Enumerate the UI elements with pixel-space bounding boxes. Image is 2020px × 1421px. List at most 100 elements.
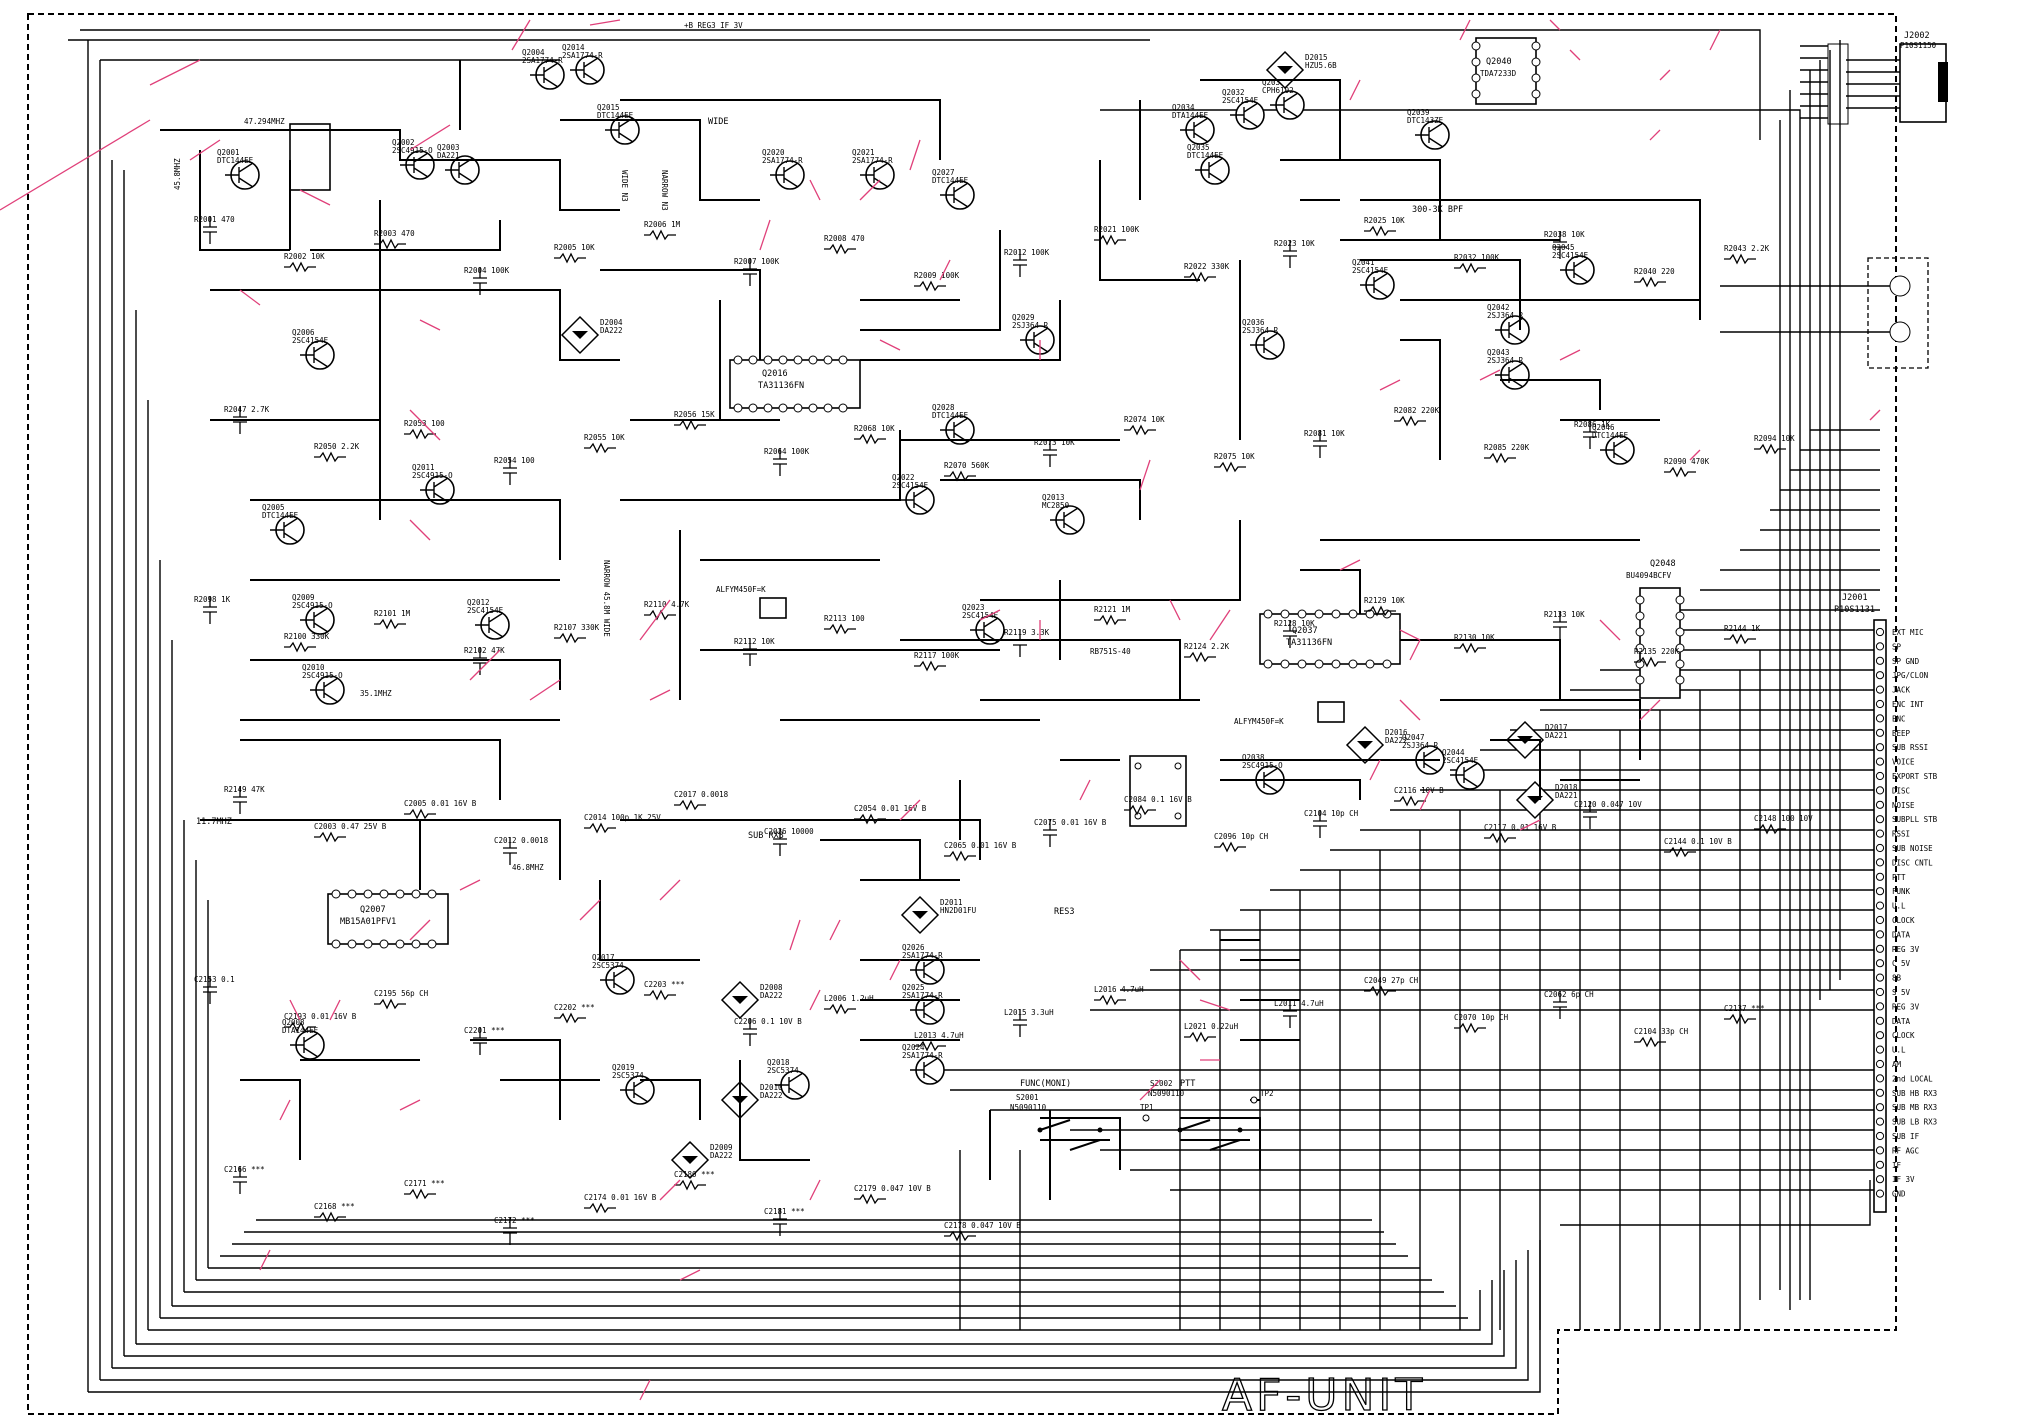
transistor-ref: Q2027 bbox=[932, 168, 955, 177]
transistor-ref: Q2038 bbox=[1242, 753, 1265, 762]
passive-component: R2002 10K bbox=[284, 252, 325, 273]
transistor-ref: Q2012 bbox=[467, 598, 490, 607]
j2001-pin bbox=[1875, 829, 1885, 838]
passive-label: C2202 *** bbox=[554, 1003, 595, 1012]
transistor-ref: Q2047 bbox=[1402, 733, 1425, 742]
transistor-ref: Q2028 bbox=[932, 403, 955, 412]
j2001-pin-label: SUB HB RX3 bbox=[1892, 1089, 1937, 1098]
transistor-ref: Q2003 bbox=[437, 143, 460, 152]
passive-component: R2094 10K bbox=[1754, 434, 1795, 455]
transistor-ref: Q2010 bbox=[302, 663, 325, 672]
xtal3-label: 46.8MHZ bbox=[512, 863, 544, 872]
j2001-pin bbox=[1875, 959, 1885, 968]
j2001-pin-label: U.L bbox=[1892, 1046, 1906, 1055]
j2001-pin bbox=[1875, 1045, 1885, 1054]
transistor-part: 2SA1774-R bbox=[902, 991, 943, 1000]
transistor-part: 2SA1774-R bbox=[902, 1051, 943, 1060]
passive-label: C2026 10000 bbox=[764, 827, 814, 836]
j2001-pin-label: SUB NOISE bbox=[1892, 844, 1933, 853]
passive-component: R2144 1K bbox=[1724, 624, 1761, 645]
transistor-part: 2SJ364-R bbox=[1487, 311, 1524, 320]
xf2001-part: 47.294MHZ bbox=[244, 117, 285, 126]
passive-component: C2193 0.01 16V B bbox=[284, 1012, 357, 1033]
passive-component: R2053 100 bbox=[404, 419, 445, 440]
transistor-part: 2SC5374 bbox=[592, 961, 624, 970]
ic-q2037: Q2037 TA31136FN bbox=[1259, 609, 1401, 669]
diode-ref: D2016 bbox=[1385, 728, 1408, 737]
j2001-pin bbox=[1875, 1074, 1885, 1083]
diode-part: DA222 bbox=[1385, 736, 1408, 745]
j2001-pin-label: REG 3V bbox=[1892, 945, 1920, 954]
j2001-pin-label: GND bbox=[1892, 1190, 1906, 1199]
passive-label: R2032 100K bbox=[1454, 253, 1500, 262]
passive-component: R2117 100K bbox=[914, 651, 960, 672]
passive-label: R2086 1K bbox=[1574, 420, 1611, 429]
transistor-ref: Q2036 bbox=[1242, 318, 1265, 327]
narrow-n3-label: NARROW N3 bbox=[660, 170, 669, 211]
j2001-pin bbox=[1875, 714, 1885, 723]
ic-q2016: Q2016 TA31136FN bbox=[729, 355, 861, 413]
transistor-ref: Q2033 bbox=[1262, 78, 1285, 87]
passive-label: C2153 0.1 bbox=[194, 975, 235, 984]
passive-label: R2107 330K bbox=[554, 623, 600, 632]
j2001-pin-label: PTT bbox=[1892, 873, 1906, 882]
xtal2-label: 45.8MHZ bbox=[173, 158, 182, 190]
j2001-pin-label: DISC CNTL bbox=[1892, 858, 1933, 867]
transistor-part: DTC144EE bbox=[932, 411, 969, 420]
passive-label: C2178 0.047 10V B bbox=[944, 1221, 1021, 1230]
passive-label: C2166 *** bbox=[224, 1165, 265, 1174]
passive-label: R2012 100K bbox=[1004, 248, 1050, 257]
transistor-ref: Q2017 bbox=[592, 953, 615, 962]
diode-ref: D2008 bbox=[760, 983, 783, 992]
passive-component: R2086 1K bbox=[1574, 420, 1611, 449]
transistor-ref: Q2044 bbox=[1442, 748, 1465, 757]
transistor-ref: Q2020 bbox=[762, 148, 785, 157]
wide-label: WIDE bbox=[708, 117, 728, 127]
passive-component: R2110 4.7K bbox=[644, 600, 690, 621]
passive-label: R2043 2.2K bbox=[1724, 244, 1770, 253]
passive-label: R2002 10K bbox=[284, 252, 325, 261]
passive-label: R2054 100 bbox=[494, 456, 535, 465]
transistor-part: 2SC4154E bbox=[962, 611, 999, 620]
tp2: TP2 bbox=[1260, 1089, 1274, 1098]
passive-label: C2193 0.01 16V B bbox=[284, 1012, 357, 1021]
unit-title: AF-UNIT bbox=[1222, 1370, 1426, 1421]
passive-component: C2104 10p CH bbox=[1304, 809, 1359, 838]
passive-label: R2025 10K bbox=[1364, 216, 1405, 225]
passive-label: R2133 10K bbox=[1544, 610, 1585, 619]
j2001-pin-label: EXPORT STB bbox=[1892, 772, 1938, 781]
passive-label: R2100 330K bbox=[284, 632, 330, 641]
switch-s2002: PTT S2002 N5090110 TP2 bbox=[1148, 1079, 1274, 1151]
passive-component: C2171 *** bbox=[404, 1179, 445, 1200]
passive-label: R2113 100 bbox=[824, 614, 865, 623]
diode-ref: D2018 bbox=[1555, 783, 1578, 792]
j2001-pin bbox=[1875, 685, 1885, 694]
passive-component: R2038 10K bbox=[1544, 230, 1585, 259]
j2001-pin bbox=[1875, 1131, 1885, 1141]
transistor-part: DTC144EE bbox=[1592, 431, 1629, 440]
passive-component: R2054 100 bbox=[494, 456, 535, 485]
j2001-pin bbox=[1875, 1189, 1885, 1198]
passive-label: C2062 6p CH bbox=[1544, 990, 1594, 999]
cf2002-part: ALFYM450F=K bbox=[716, 585, 766, 594]
unit-border bbox=[27, 13, 1897, 1415]
transistor-part: 2SJ364-R bbox=[1012, 321, 1049, 330]
passive-component: R2128 10K bbox=[1274, 619, 1315, 648]
passive-label: C2084 0.1 16V B bbox=[1124, 795, 1192, 804]
transistor-part: 2SC4915-O bbox=[1242, 761, 1283, 770]
j2001-pin-label: SUBPLL STB bbox=[1892, 815, 1938, 824]
passive-component: L2016 4.7uH bbox=[1094, 985, 1144, 1006]
passive-component: R2005 10K bbox=[554, 243, 595, 264]
j2001-pin-label: DATA bbox=[1892, 930, 1911, 939]
passive-component: C2168 *** bbox=[314, 1202, 355, 1223]
passive-component: C2144 0.1 10V B bbox=[1664, 837, 1732, 858]
j2001-pin-label: DISC bbox=[1892, 786, 1910, 795]
passive-label: R2073 10K bbox=[1034, 438, 1075, 447]
